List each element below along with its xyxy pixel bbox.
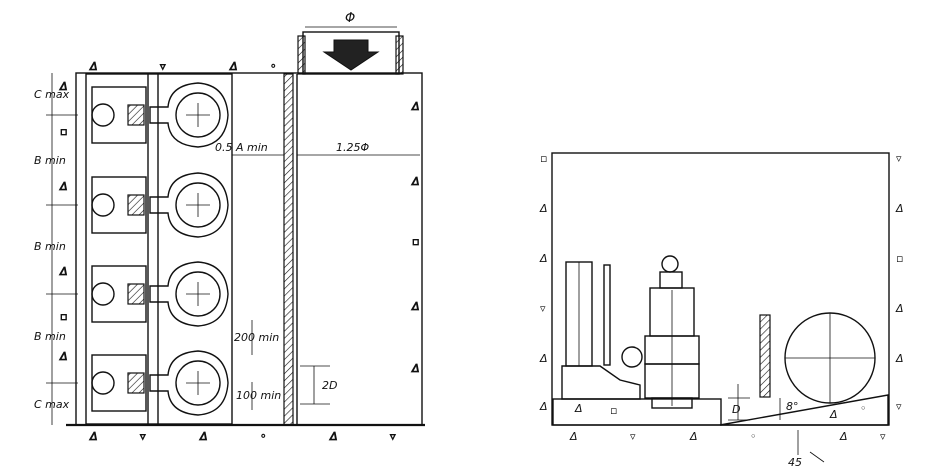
svg-text:Δ: Δ xyxy=(689,430,698,443)
svg-text:▿: ▿ xyxy=(896,400,902,413)
svg-text:▿: ▿ xyxy=(630,430,636,443)
svg-text:▿: ▿ xyxy=(540,302,546,315)
svg-text:Δ: Δ xyxy=(539,352,548,365)
svg-text:Δ: Δ xyxy=(539,252,548,265)
svg-text:▫: ▫ xyxy=(610,404,617,417)
b-min-label-3: B min xyxy=(34,330,66,343)
svg-text:◦: ◦ xyxy=(860,402,867,415)
svg-text:Δ: Δ xyxy=(89,430,98,443)
svg-text:Δ: Δ xyxy=(569,430,578,443)
dim-125-label: 1.25Φ xyxy=(336,141,369,154)
svg-text:Δ: Δ xyxy=(59,350,68,363)
pump-plan-1 xyxy=(91,82,229,148)
svg-text:Δ: Δ xyxy=(539,400,548,413)
pump-plan-2 xyxy=(91,172,229,238)
svg-text:Δ: Δ xyxy=(411,300,420,313)
pump-bay xyxy=(85,73,233,425)
plan-outer-wall xyxy=(75,72,423,426)
svg-text:▫: ▫ xyxy=(540,152,547,165)
svg-text:Δ: Δ xyxy=(895,352,904,365)
svg-text:▿: ▿ xyxy=(140,430,146,443)
dim-100-label: 100 min xyxy=(236,389,281,402)
section-view: D 8° 45 ▫Δ Δ▿ ΔΔ ▿Δ ▫Δ Δ▿ Δ▿ Δ◦ Δ▿ Δ▫ Δ◦ xyxy=(539,152,904,469)
dim-05a-label: 0.5 A min xyxy=(215,141,268,154)
svg-text:Δ: Δ xyxy=(59,265,68,278)
inlet-wall-left xyxy=(297,35,306,75)
sloped-floor xyxy=(719,394,889,426)
section-outer-wall xyxy=(551,152,890,426)
pump-plan-3 xyxy=(91,261,229,327)
dim-d-label: D xyxy=(732,403,740,416)
svg-text:▿: ▿ xyxy=(896,152,902,165)
section-texture: ▫Δ Δ▿ ΔΔ ▿Δ ▫Δ Δ▿ Δ▿ Δ◦ Δ▿ Δ▫ Δ◦ xyxy=(539,152,904,443)
guide-rail xyxy=(603,264,611,366)
svg-text:Δ: Δ xyxy=(59,80,68,93)
svg-text:▫: ▫ xyxy=(412,235,419,248)
svg-text:Δ: Δ xyxy=(895,202,904,215)
plan-view: Φ 1.25Φ 0.5 A min 200 min 100 min 2D C m… xyxy=(34,11,425,443)
section-baffle xyxy=(759,314,771,398)
svg-text:Δ: Δ xyxy=(839,430,848,443)
c-max-top-label: C max xyxy=(34,88,70,101)
pump-plan-4 xyxy=(91,350,229,416)
svg-text:Δ: Δ xyxy=(411,362,420,375)
svg-text:▫: ▫ xyxy=(60,310,67,323)
svg-text:Δ: Δ xyxy=(89,60,98,73)
b-min-label-1: B min xyxy=(34,154,66,167)
dim-2d-label: 2D xyxy=(322,379,337,392)
svg-text:◦: ◦ xyxy=(260,430,267,443)
svg-text:▫: ▫ xyxy=(896,252,903,265)
svg-text:Δ: Δ xyxy=(539,202,548,215)
svg-text:▿: ▿ xyxy=(160,60,166,73)
svg-text:▿: ▿ xyxy=(880,430,886,443)
svg-text:Δ: Δ xyxy=(59,180,68,193)
svg-text:◦: ◦ xyxy=(270,60,277,73)
inlet-dim-label: Φ xyxy=(345,11,355,26)
svg-text:Δ: Δ xyxy=(574,402,583,415)
svg-text:Δ: Δ xyxy=(229,60,238,73)
slope-label: 45 xyxy=(788,456,802,469)
svg-text:Δ: Δ xyxy=(329,430,338,443)
c-max-bottom-label: C max xyxy=(34,398,70,411)
dim-200-label: 200 min xyxy=(234,331,279,344)
inlet-flow-arrow-icon xyxy=(322,39,380,71)
svg-text:Δ: Δ xyxy=(199,430,208,443)
svg-text:▫: ▫ xyxy=(60,125,67,138)
inlet-wall-right xyxy=(395,35,404,75)
baffle-wall xyxy=(283,73,294,426)
b-min-label-2: B min xyxy=(34,240,66,253)
svg-text:▿: ▿ xyxy=(390,430,396,443)
riser-base xyxy=(561,365,641,400)
concrete-texture: Δ ▫ Δ Δ ▫ Δ Δ Δ ▫ Δ Δ Δ ▿ Δ ◦ Δ ▿ Δ ▿ Δ ◦ xyxy=(59,60,420,444)
svg-text:Δ: Δ xyxy=(411,100,420,113)
svg-text:Δ: Δ xyxy=(895,302,904,315)
svg-text:◦: ◦ xyxy=(750,430,757,443)
svg-text:Δ: Δ xyxy=(411,175,420,188)
submersible-pump xyxy=(644,255,700,409)
angle-label: 8° xyxy=(786,400,799,413)
coupling xyxy=(621,346,643,368)
svg-text:Δ: Δ xyxy=(829,408,838,421)
